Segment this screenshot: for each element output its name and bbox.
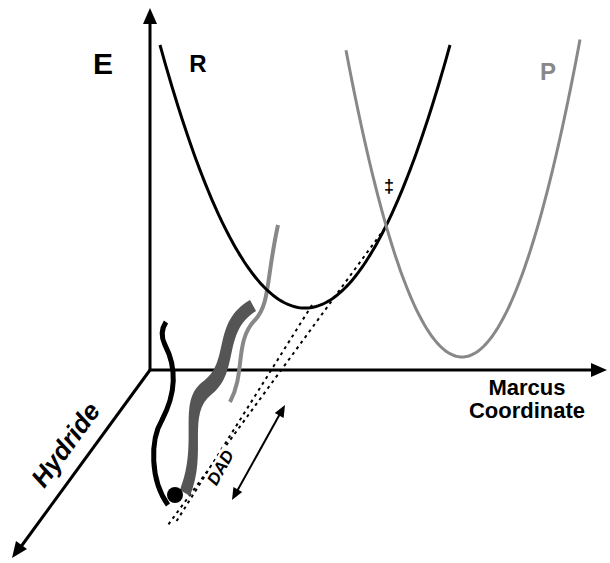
energy-axis (149, 22, 152, 370)
arrow-head (275, 405, 285, 418)
product-label: P (540, 59, 556, 84)
wavefunction-dot (167, 487, 183, 503)
arrow-head (12, 541, 27, 558)
reactant-parabola (160, 45, 450, 308)
transition-state-mark: ‡ (384, 177, 394, 196)
product-parabola (346, 40, 580, 358)
dad-arrow (236, 412, 281, 493)
arrow-head (143, 8, 157, 24)
reactant-label: R (189, 51, 206, 76)
dad-label: DAD (203, 446, 238, 490)
hydride-axis (20, 370, 150, 548)
wavefunction (154, 322, 174, 505)
arrow-head (232, 487, 242, 500)
arrow-head (591, 363, 607, 377)
dotted-projection (168, 228, 385, 525)
marcus-axis-label: Marcus Coordinate (452, 376, 602, 422)
wavefunction (180, 300, 256, 496)
energy-axis-label: E (93, 48, 113, 80)
